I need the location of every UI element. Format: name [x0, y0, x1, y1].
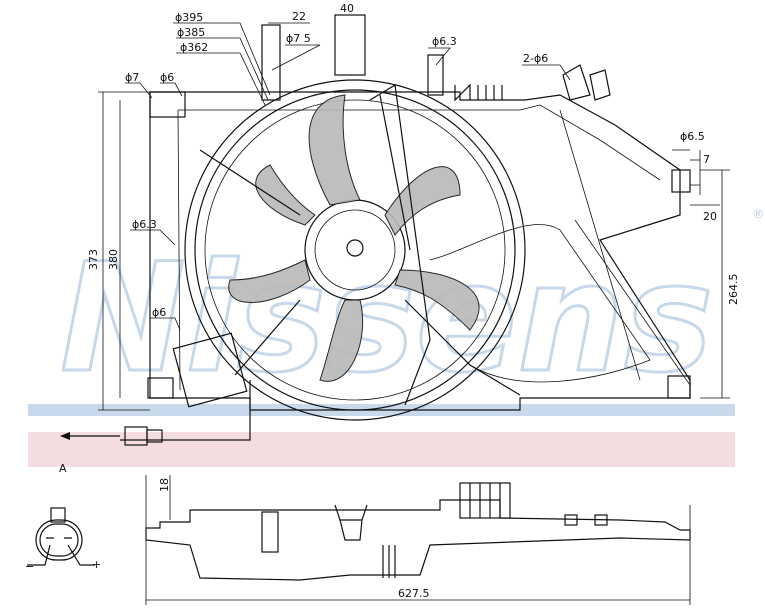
- label-view-a: A: [59, 462, 67, 475]
- label-d7: ϕ7: [125, 71, 139, 84]
- connector-view-a: [27, 507, 95, 566]
- label-40: 40: [340, 2, 354, 15]
- label-d6-top: ϕ6: [160, 71, 174, 84]
- label-627-5: 627.5: [398, 587, 430, 600]
- label-22: 22: [292, 10, 306, 23]
- label-380: 380: [107, 249, 120, 270]
- label-373: 373: [87, 249, 100, 270]
- label-2-d6: 2-ϕ6: [523, 52, 548, 65]
- label-d362: ϕ362: [180, 41, 208, 54]
- connector-lead: [60, 380, 251, 446]
- label-d385: ϕ385: [177, 26, 205, 39]
- label-d6-3-left: ϕ6.3: [132, 218, 157, 231]
- label-plus: +: [92, 558, 101, 571]
- side-view: [145, 482, 691, 581]
- label-minus: −: [25, 560, 34, 573]
- watermark-band-pink: [28, 432, 735, 467]
- label-d6-left: ϕ6: [152, 306, 166, 319]
- label-d395: ϕ395: [175, 11, 203, 24]
- label-d6-3-top: ϕ6.3: [432, 35, 457, 48]
- nissens-watermark: Nissens: [60, 232, 713, 406]
- label-d6-5: ϕ6.5: [680, 130, 705, 143]
- label-20: 20: [703, 210, 717, 223]
- label-7: 7: [703, 153, 710, 166]
- label-264-5: 264.5: [727, 274, 740, 306]
- registered-mark: ®: [752, 207, 764, 221]
- label-d7-5: ϕ7 5: [286, 32, 311, 45]
- fan: [184, 79, 651, 421]
- label-18: 18: [158, 478, 171, 492]
